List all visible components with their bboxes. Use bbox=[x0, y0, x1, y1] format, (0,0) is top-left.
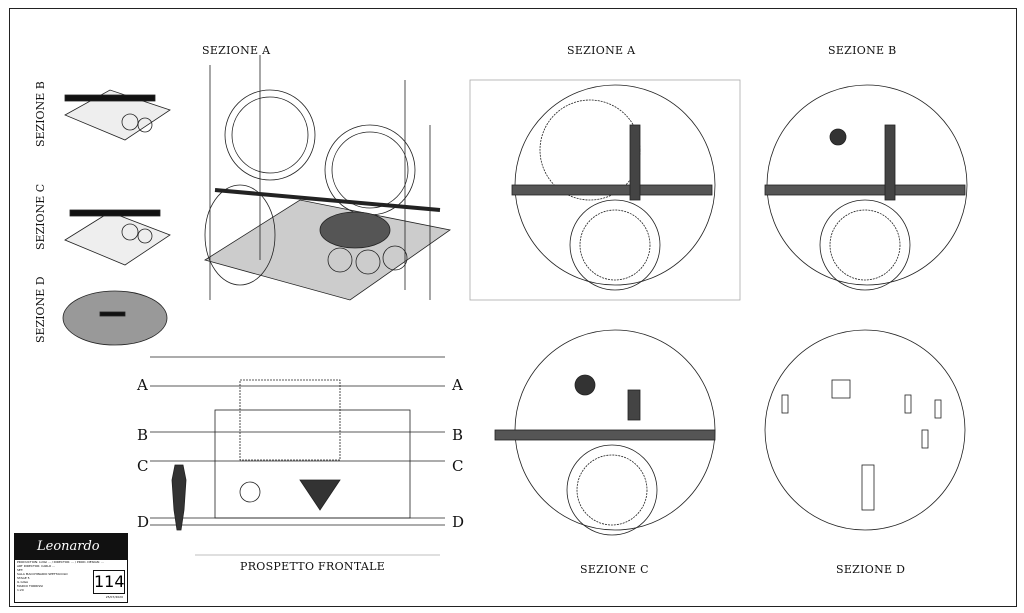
stage: STAGE 5 bbox=[17, 576, 30, 580]
marker-a-right: A bbox=[452, 376, 463, 394]
label-plan-sezione-d: SEZIONE D bbox=[836, 563, 906, 576]
marker-b-right: B bbox=[452, 426, 464, 444]
label-plan-sezione-c: SEZIONE C bbox=[580, 563, 649, 576]
designer: MARCO TORRISSI bbox=[17, 584, 43, 588]
date: 25/07/2020 bbox=[105, 595, 123, 599]
iso-machinery bbox=[204, 55, 451, 301]
drawn-by: IL GIGA bbox=[17, 580, 29, 584]
logo: Leonardo bbox=[15, 534, 127, 560]
sheet-number: 114 bbox=[93, 570, 125, 594]
iso-thumb-b bbox=[64, 89, 171, 141]
scale: 1:20 bbox=[17, 588, 24, 592]
iso-thumb-c bbox=[64, 209, 171, 266]
set-name: SALA MACCHINARIO SPETTACOLO bbox=[17, 572, 68, 576]
marker-d-right: D bbox=[452, 513, 465, 531]
front-elevation bbox=[150, 356, 445, 556]
label-side-d: SEZIONE D bbox=[34, 276, 47, 343]
art-director: ART DIRECTOR: CARLO ... bbox=[17, 564, 56, 568]
plan-c bbox=[494, 329, 716, 536]
production-credits: PRODUCTION: LUIGI ... / DIRECTOR: ... / … bbox=[17, 560, 104, 564]
plan-b bbox=[764, 84, 968, 291]
iso-thumb-d bbox=[62, 290, 168, 346]
plan-a bbox=[469, 79, 741, 301]
marker-d-left: D bbox=[137, 513, 150, 531]
sheet-border bbox=[9, 8, 1017, 607]
marker-c-right: C bbox=[452, 457, 464, 475]
label-side-b: SEZIONE B bbox=[34, 81, 47, 147]
marker-a-left: A bbox=[137, 376, 148, 394]
set-label: SET: bbox=[17, 568, 24, 572]
label-iso-sezione-a: SEZIONE A bbox=[202, 44, 271, 57]
marker-b-left: B bbox=[137, 426, 149, 444]
label-side-c: SEZIONE C bbox=[34, 183, 47, 250]
label-plan-sezione-a: SEZIONE A bbox=[567, 44, 636, 57]
marker-c-left: C bbox=[137, 457, 149, 475]
title-block: Leonardo PRODUCTION: LUIGI ... / DIRECTO… bbox=[14, 533, 128, 603]
plan-d bbox=[764, 329, 966, 531]
label-front-elevation: PROSPETTO FRONTALE bbox=[240, 560, 386, 573]
label-plan-sezione-b: SEZIONE B bbox=[828, 44, 897, 57]
